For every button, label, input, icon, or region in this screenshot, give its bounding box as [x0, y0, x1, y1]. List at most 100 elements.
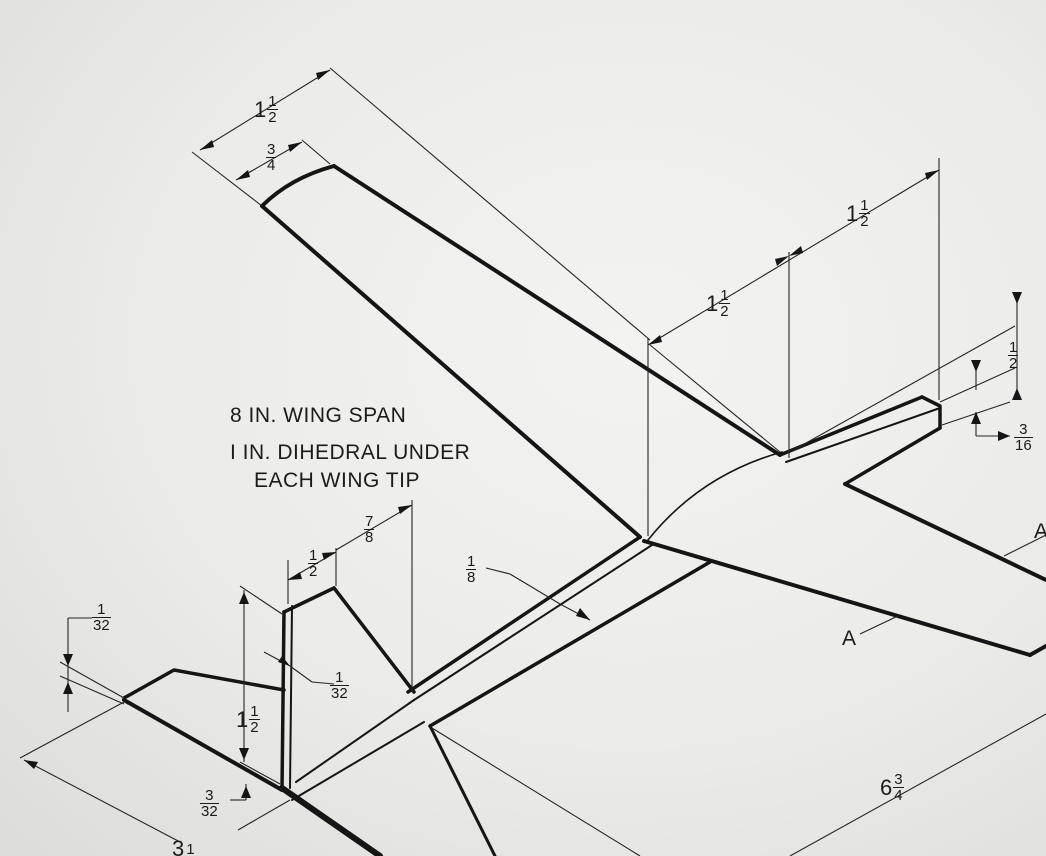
- dim-den: 4: [893, 787, 904, 804]
- arrow-17: [239, 592, 249, 604]
- ext-stab-left: [59, 661, 125, 699]
- dim-whole: 1: [846, 200, 859, 226]
- arrow-20: [63, 654, 73, 666]
- fin-front-edge-2: [289, 605, 293, 789]
- dim-num: 1: [186, 840, 195, 856]
- rear-stab-edge: [122, 698, 130, 705]
- dim-whole: 1: [706, 290, 719, 316]
- dim-num: 1: [97, 601, 106, 618]
- stab-tip: [920, 395, 942, 430]
- wing-trailing-edge: [332, 164, 782, 457]
- dim-num: 1: [309, 547, 318, 564]
- dim-den: 2: [1008, 355, 1019, 372]
- arrow-4: [288, 142, 302, 152]
- fuselage-top-edge: [406, 535, 642, 694]
- arrow-6: [775, 256, 789, 266]
- wing-camber-line: [647, 451, 783, 541]
- leader-fin-thick-3: [311, 681, 335, 685]
- wing-tip-curve: [260, 164, 336, 208]
- stab-top-thin: [785, 407, 941, 463]
- arrow-7: [789, 246, 803, 256]
- dim-den: 4: [266, 157, 277, 174]
- arrow-15: [322, 552, 336, 560]
- dim-num: 1: [720, 287, 729, 304]
- dim-den: 2: [267, 109, 278, 126]
- dim-num: 7: [365, 513, 374, 530]
- dim-line-7-8: [335, 504, 413, 551]
- fin-top: [282, 586, 336, 614]
- ext-fin-top: [239, 585, 283, 615]
- dim-whole: 6: [880, 774, 893, 800]
- ext-line-A-right: [1003, 534, 1046, 557]
- fuselage-lower-edge: [428, 560, 712, 728]
- ext-stab-left-2: [59, 675, 125, 705]
- dim-line-left-length: [23, 759, 181, 843]
- stab-leading: [778, 395, 924, 457]
- arrow-18: [239, 748, 249, 760]
- note-wing-span: 8 IN. WING SPAN: [230, 404, 407, 427]
- arrow-3: [236, 170, 250, 180]
- dim-num: 1: [250, 703, 259, 720]
- wing-leading-edge: [260, 204, 642, 539]
- fuselage-bottom-heavy: [279, 785, 383, 856]
- dim-den: 16: [1014, 437, 1033, 454]
- note-dihedral-line2: EACH WING TIP: [254, 469, 420, 492]
- fin-front-edge: [280, 610, 286, 792]
- ext-line-stab-top: [789, 325, 1016, 453]
- arrow-13: [576, 608, 590, 620]
- dim-length-left: 3 1: [172, 836, 196, 856]
- dim-den: 32: [200, 803, 219, 820]
- dim-den: 2: [719, 303, 730, 320]
- arrow-11: [971, 360, 981, 372]
- front-section: [428, 724, 497, 856]
- leader-1-8: [485, 567, 511, 575]
- dim-num: 1: [335, 669, 344, 686]
- arrow-9: [1012, 292, 1022, 304]
- section-label-a-lower: A: [842, 627, 857, 650]
- dim-num: 1: [860, 197, 869, 214]
- dim-den: 32: [92, 617, 111, 634]
- arrow-22: [24, 760, 38, 769]
- dim-num: 1: [467, 553, 476, 570]
- dim-den: 8: [364, 529, 375, 546]
- wing-right-leading: [642, 539, 1032, 657]
- leader-A-lower: [859, 615, 899, 635]
- arrow-14: [398, 505, 412, 514]
- fin-rear-edge: [332, 586, 416, 694]
- arrow-5: [648, 335, 662, 345]
- ext-line-long-diag: [329, 67, 651, 341]
- arrow-1: [200, 140, 214, 150]
- arrow-2: [316, 70, 330, 80]
- leader-1-8-b: [509, 573, 561, 605]
- wing-right-trailing: [843, 482, 1046, 582]
- rear-stab-top: [122, 668, 286, 700]
- ext-line-wing-diag: [649, 344, 781, 453]
- dim-den: 32: [330, 685, 349, 702]
- dim-line-stab: [647, 169, 940, 346]
- arrow-19: [278, 656, 290, 666]
- dim-den: 8: [466, 569, 477, 586]
- ext-line-tip-chord-1: [301, 139, 331, 165]
- dim-den: 2: [859, 213, 870, 230]
- ext-line-tip-outer: [191, 151, 263, 207]
- dim-num: 3: [267, 141, 276, 158]
- arrow-16: [288, 572, 302, 580]
- arrow-23: [241, 786, 251, 798]
- fuselage-top-edge-2: [413, 544, 653, 701]
- dim-den: 2: [249, 719, 260, 736]
- ext-fin-bottom: [239, 761, 281, 785]
- dim-line-length-right: [789, 713, 1046, 856]
- arrow-12: [971, 412, 981, 424]
- dim-den: 2: [308, 563, 319, 580]
